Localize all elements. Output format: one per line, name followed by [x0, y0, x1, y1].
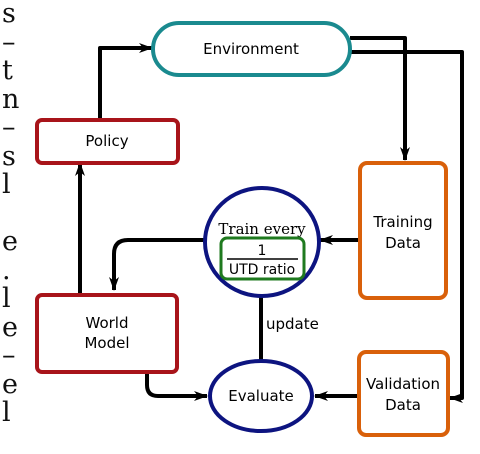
training-data-node	[358, 161, 448, 300]
side-text-line: –	[2, 112, 16, 143]
side-text-line: e	[2, 226, 18, 257]
edge-train-to-world-model	[109, 238, 205, 291]
edge-environment-to-validation-data	[350, 50, 464, 403]
validation-data-label-line2: Data	[385, 396, 421, 414]
side-text-line: t	[2, 55, 13, 86]
side-text-line: e	[2, 311, 18, 343]
evaluate-node	[208, 359, 314, 433]
edge-environment-to-training-data	[350, 36, 410, 161]
side-text-line: –	[2, 26, 16, 58]
side-text-line: .	[2, 254, 11, 286]
update-edge-label: update	[266, 315, 319, 333]
environment-node	[151, 21, 352, 77]
side-text-line: s	[2, 0, 16, 29]
policy-label: Policy	[85, 132, 128, 150]
policy-node	[35, 118, 180, 165]
world-model-label-line1: World	[86, 314, 129, 332]
train-every-label: Train every	[218, 220, 306, 238]
fraction-numerator: 1	[258, 243, 267, 259]
environment-label: Environment	[203, 40, 299, 58]
side-text-line: n	[2, 83, 20, 115]
edge-world-model-to-evaluate	[145, 372, 208, 401]
world-model-label-line2: Model	[84, 334, 129, 352]
side-text-fragment: s – t n – s l e . l e – e l	[2, 0, 24, 454]
evaluate-label: Evaluate	[228, 387, 294, 405]
side-text-line: s	[2, 140, 16, 172]
side-text-line: l	[2, 283, 11, 314]
side-text-line: e	[2, 368, 18, 400]
validation-data-label-line1: Validation	[366, 375, 440, 393]
world-model-node	[35, 293, 179, 374]
side-text-line: l	[2, 169, 11, 200]
side-text-line: l	[2, 397, 11, 428]
edge-policy-to-environment	[98, 43, 153, 120]
fraction-denominator: UTD ratio	[229, 262, 295, 278]
training-data-label-line2: Data	[385, 234, 421, 252]
side-text-line: –	[2, 340, 16, 371]
validation-data-node	[357, 350, 450, 437]
training-data-label-line1: Training	[372, 213, 432, 231]
